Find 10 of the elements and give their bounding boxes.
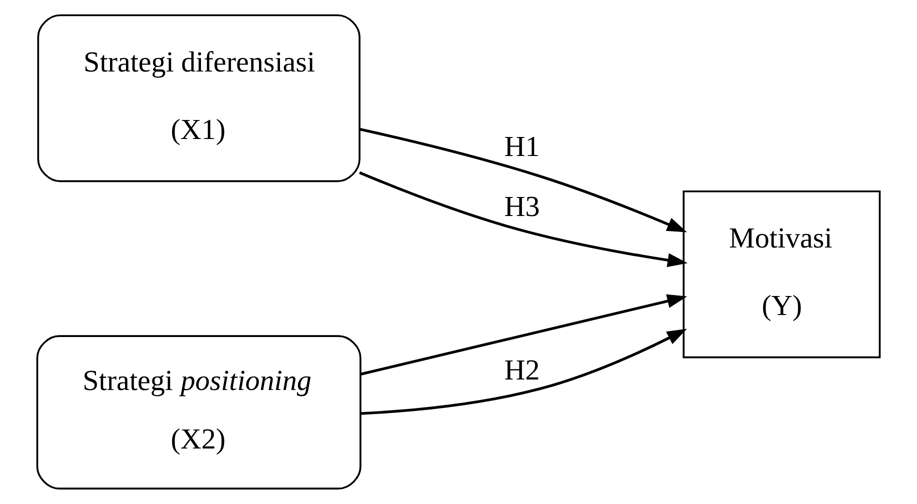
node-box: Strategi positioning (X2)	[36, 335, 362, 490]
arrow	[360, 128, 688, 232]
edge-label: H1	[504, 130, 540, 163]
edge-label: H3	[504, 190, 540, 223]
edge-label: H2	[504, 354, 540, 386]
arrow	[360, 328, 688, 415]
arrow	[360, 294, 688, 376]
node-box: Strategi diferensiasi (X1)	[37, 14, 360, 182]
arrow	[359, 171, 688, 268]
node-box: Motivasi (Y)	[682, 190, 881, 358]
